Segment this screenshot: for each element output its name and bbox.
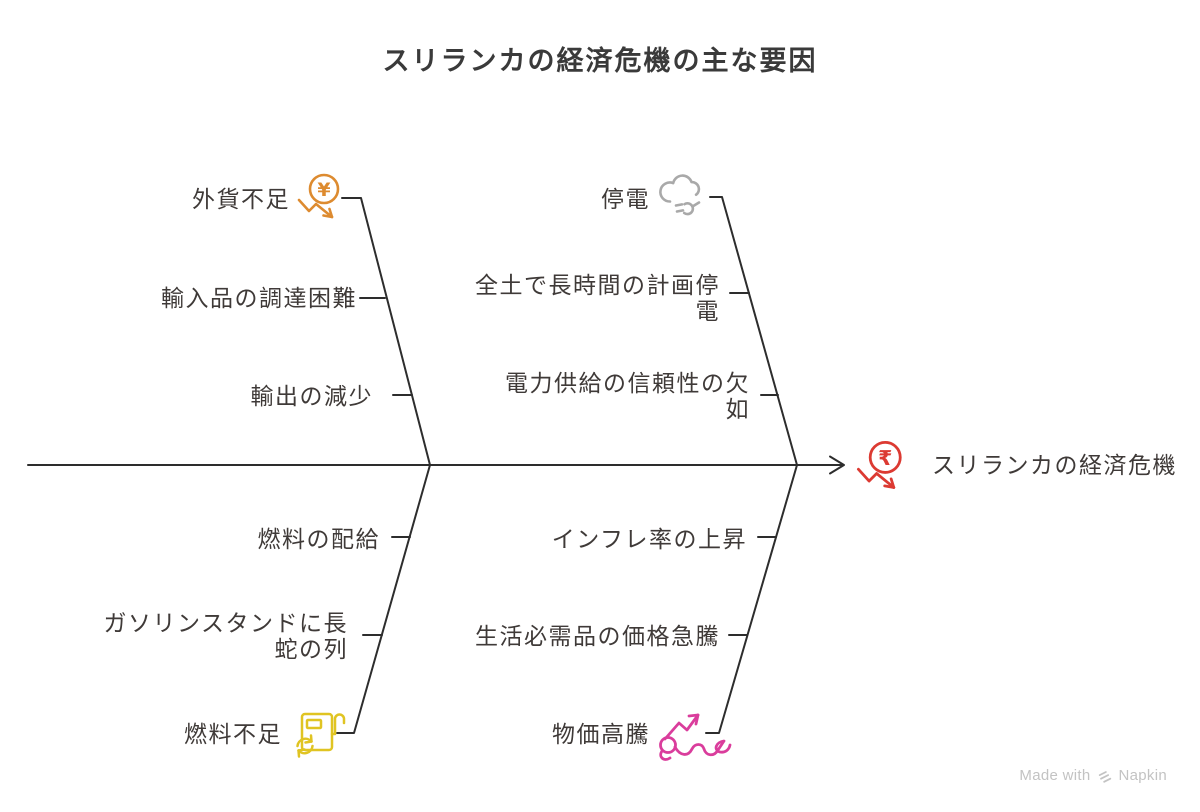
napkin-logo-icon — [1098, 770, 1111, 783]
branch-label-price-surge: 物価高騰 — [552, 721, 650, 747]
cause-label: 全土で長時間の計画停電 — [475, 272, 720, 324]
fuel-pump-refresh-icon — [296, 712, 346, 758]
rupee-symbol: ₹ — [878, 446, 892, 470]
branch-line-bottom-right — [705, 464, 798, 734]
branch-line-top-left — [341, 197, 431, 466]
cause-label: 電力供給の信頼性の欠如 — [505, 370, 750, 422]
cause-label: 輸出の減少 — [250, 383, 373, 409]
rupee-decline-icon: ₹ — [856, 440, 902, 489]
cloud-plug-icon — [659, 174, 701, 216]
spine-arrowhead — [829, 455, 845, 475]
effect-label: スリランカの経済危機 — [932, 452, 1177, 478]
branch-label-power-outage: 停電 — [601, 186, 650, 212]
price-rise-figure-icon — [659, 713, 732, 761]
yen-symbol: ¥ — [317, 179, 330, 201]
cause-label: インフレ率の上昇 — [551, 526, 747, 552]
branch-line-top-right — [709, 196, 798, 466]
cause-label: 生活必需品の価格急騰 — [475, 623, 720, 649]
watermark: Made with Napkin — [1019, 767, 1167, 784]
branch-label-foreign-currency: 外貨不足 — [192, 186, 290, 212]
cause-label: 燃料の配給 — [257, 526, 380, 552]
branch-line-bottom-left — [336, 464, 431, 734]
branch-label-fuel-shortage: 燃料不足 — [184, 721, 282, 747]
cause-label: 輸入品の調達困難 — [161, 285, 357, 311]
cause-label: ガソリンスタンドに長蛇の列 — [103, 610, 348, 662]
yen-decline-icon: ¥ — [297, 173, 340, 219]
watermark-brand: Napkin — [1118, 767, 1167, 784]
watermark-prefix: Made with — [1019, 767, 1091, 784]
diagram-title: スリランカの経済危機の主な要因 — [382, 46, 818, 76]
